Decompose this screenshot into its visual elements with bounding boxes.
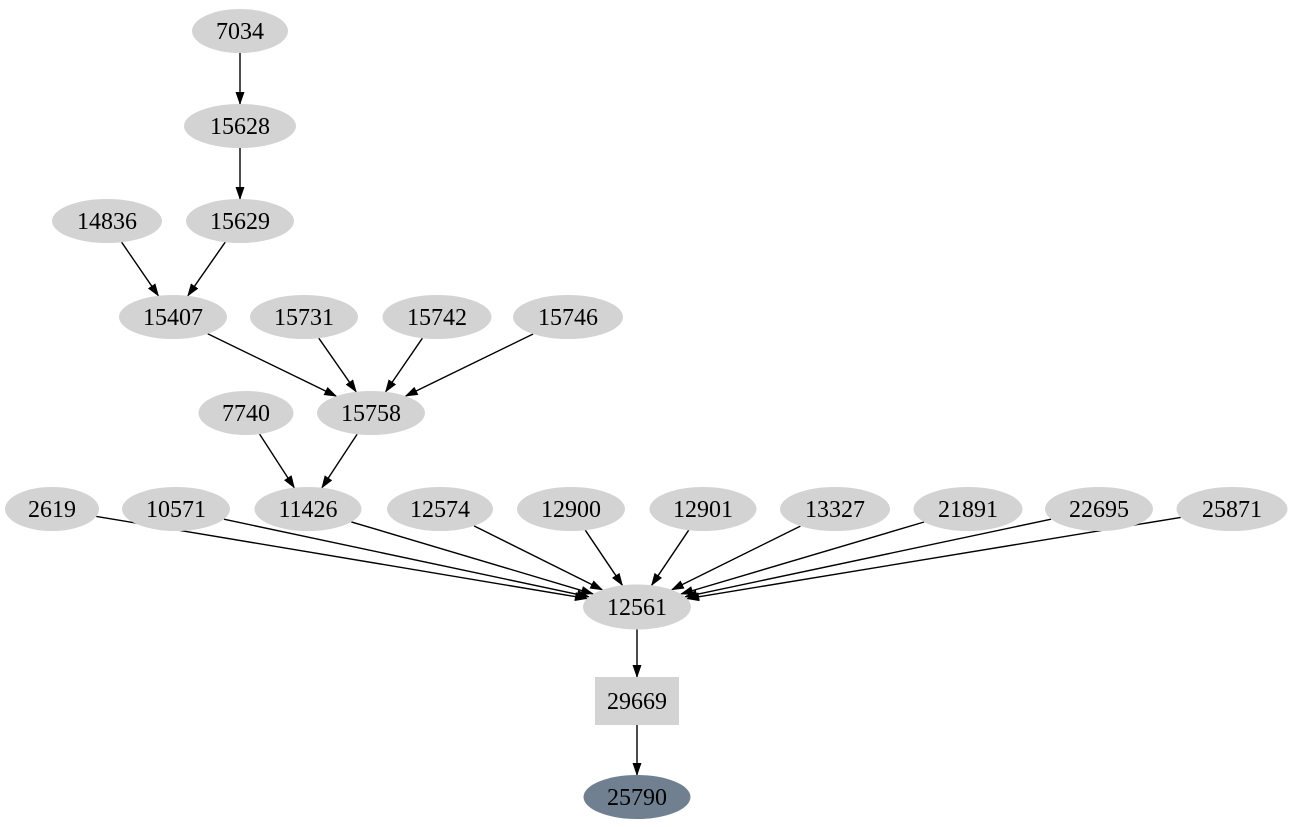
node-label-11426: 11426 — [278, 497, 337, 523]
node-label-15742: 15742 — [407, 305, 467, 331]
edge-13327-12561 — [670, 525, 801, 591]
edge-14836-15407 — [121, 241, 159, 297]
node-shape-12574 — [387, 487, 493, 531]
node-shape-13327 — [780, 487, 890, 531]
node-7740: 7740 — [198, 391, 294, 435]
node-label-15629: 15629 — [210, 209, 270, 235]
node-shape-15758 — [317, 391, 425, 435]
node-shape-15407 — [119, 295, 227, 339]
edge-15758-11426 — [321, 433, 358, 489]
edge-22695-12561 — [684, 518, 1052, 599]
node-shape-29669 — [595, 677, 679, 725]
node-shape-2619 — [5, 487, 99, 531]
node-shape-14836 — [52, 199, 162, 243]
edge-7740-11426 — [259, 433, 295, 489]
node-label-15746: 15746 — [538, 305, 598, 331]
node-shape-15746 — [513, 295, 623, 339]
node-label-13327: 13327 — [805, 497, 865, 523]
node-25790: 25790 — [583, 775, 691, 819]
node-12574: 12574 — [387, 487, 493, 531]
node-12561: 12561 — [583, 584, 691, 630]
node-label-12901: 12901 — [673, 497, 733, 523]
node-shape-11426 — [254, 487, 362, 531]
node-shape-22695 — [1045, 487, 1153, 531]
node-15628: 15628 — [184, 104, 296, 148]
edge-15407-15758 — [207, 333, 338, 397]
node-7034: 7034 — [192, 9, 288, 53]
node-15629: 15629 — [186, 199, 294, 243]
node-shape-7034 — [192, 9, 288, 53]
edge-12901-12561 — [651, 529, 690, 587]
node-label-12574: 12574 — [410, 497, 470, 523]
node-15731: 15731 — [250, 295, 358, 339]
node-15407: 15407 — [119, 295, 227, 339]
node-21891: 21891 — [913, 487, 1023, 531]
node-shape-12561 — [583, 584, 691, 630]
node-shape-25871 — [1176, 487, 1288, 531]
node-22695: 22695 — [1045, 487, 1153, 531]
node-label-12900: 12900 — [541, 497, 601, 523]
edge-15629-15407 — [187, 241, 226, 297]
node-11426: 11426 — [254, 487, 362, 531]
node-label-15407: 15407 — [143, 305, 203, 331]
node-label-7034: 7034 — [216, 19, 264, 45]
node-label-29669: 29669 — [607, 689, 667, 715]
node-shape-15629 — [186, 199, 294, 243]
node-12901: 12901 — [649, 487, 757, 531]
edge-21891-12561 — [680, 521, 925, 595]
edge-10571-12561 — [223, 518, 590, 599]
node-shape-15628 — [184, 104, 296, 148]
node-shape-15742 — [382, 295, 492, 339]
node-25871: 25871 — [1176, 487, 1288, 531]
node-label-2619: 2619 — [28, 497, 76, 523]
edge-15746-15758 — [404, 333, 534, 397]
node-13327: 13327 — [780, 487, 890, 531]
node-shape-15731 — [250, 295, 358, 339]
node-shape-7740 — [198, 391, 294, 435]
edge-12574-12561 — [473, 525, 604, 591]
node-shape-12900 — [517, 487, 625, 531]
node-2619: 2619 — [5, 487, 99, 531]
node-label-10571: 10571 — [146, 497, 206, 523]
node-shape-21891 — [913, 487, 1023, 531]
node-label-15731: 15731 — [274, 305, 334, 331]
edge-12900-12561 — [584, 529, 623, 587]
node-label-15628: 15628 — [210, 114, 270, 140]
node-shape-12901 — [649, 487, 757, 531]
node-label-25790: 25790 — [607, 785, 667, 811]
node-label-22695: 22695 — [1069, 497, 1129, 523]
node-12900: 12900 — [517, 487, 625, 531]
node-15742: 15742 — [382, 295, 492, 339]
node-label-14836: 14836 — [77, 209, 137, 235]
edge-15731-15758 — [318, 337, 357, 393]
node-14836: 14836 — [52, 199, 162, 243]
node-label-25871: 25871 — [1202, 497, 1262, 523]
edge-15742-15758 — [385, 337, 423, 393]
node-shape-10571 — [122, 487, 230, 531]
node-label-15758: 15758 — [341, 401, 401, 427]
node-15758: 15758 — [317, 391, 425, 435]
node-10571: 10571 — [122, 487, 230, 531]
node-29669: 29669 — [595, 677, 679, 725]
node-label-7740: 7740 — [222, 401, 270, 427]
edge-11426-12561 — [351, 521, 595, 595]
node-15746: 15746 — [513, 295, 623, 339]
node-shape-25790 — [583, 775, 691, 819]
node-label-21891: 21891 — [938, 497, 998, 523]
node-label-12561: 12561 — [607, 595, 667, 621]
